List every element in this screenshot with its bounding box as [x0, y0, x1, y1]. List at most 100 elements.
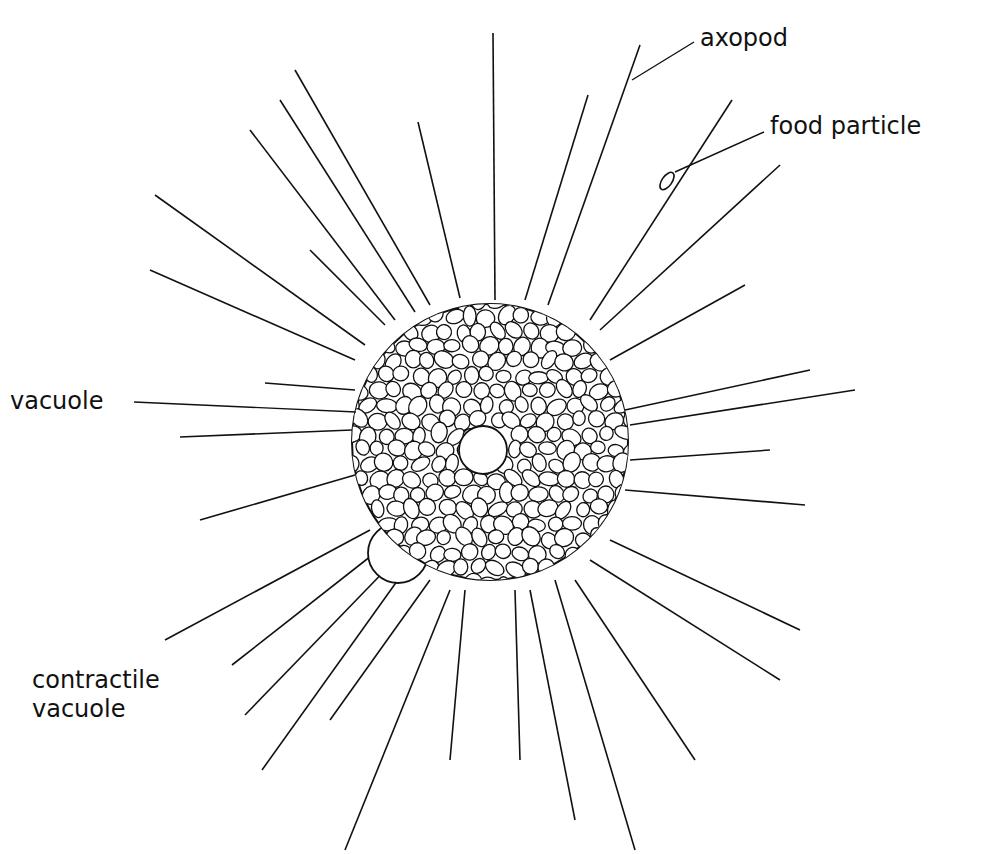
vacuole-bubble: [415, 495, 439, 519]
vacuole-bubble: [392, 365, 409, 381]
vacuole-bubble: [581, 334, 601, 355]
vacuole-bubble: [553, 376, 576, 400]
nucleus: [459, 426, 507, 474]
cell-body: [352, 304, 628, 580]
axopod-line: [150, 270, 355, 360]
axopod-line: [630, 450, 770, 460]
vacuole-bubble: [503, 348, 524, 369]
vacuole-bubble: [538, 441, 557, 455]
vacuole-bubble: [353, 470, 369, 487]
vacuole-bubble: [435, 323, 452, 340]
leader-line: [675, 132, 764, 172]
vacuole-bubble: [488, 529, 505, 544]
vacuole-bubble: [430, 421, 449, 444]
vacuole-bubble: [497, 577, 509, 594]
axopod-line: [625, 490, 805, 505]
contractile-vacuole: [368, 523, 428, 583]
vacuole-bubble: [512, 306, 530, 324]
axopod-line: [310, 250, 385, 325]
part-label: axopod: [698, 24, 790, 53]
axopod-line: [548, 45, 640, 305]
vacuole-bubble: [453, 559, 468, 576]
vacuole-bubble: [535, 556, 557, 578]
axopod-line: [575, 580, 695, 760]
axopod-line: [600, 165, 780, 330]
vacuole-bubble: [606, 499, 621, 519]
vacuole-bubble: [547, 542, 567, 562]
vacuole-bubble: [521, 382, 538, 397]
axopod-line: [450, 590, 465, 760]
vacuole-bubble: [461, 570, 485, 593]
axopod-line: [590, 100, 732, 320]
vacuole-bubble: [370, 499, 385, 519]
axopod-line: [265, 383, 355, 390]
vacuole-bubble: [364, 366, 378, 382]
food-particle: [657, 170, 677, 192]
axopod-line: [180, 430, 352, 437]
axopod-line: [515, 590, 520, 760]
vacuole-bubble: [522, 558, 538, 574]
vacuole-bubble: [416, 439, 437, 459]
axopod-line: [625, 370, 810, 410]
axopod-line: [232, 545, 385, 665]
vacuole-bubble: [443, 483, 463, 500]
vacuole-bubble: [483, 557, 507, 579]
vacuole-bubble: [377, 335, 398, 355]
vacuole-bubble: [477, 575, 501, 596]
axopod-lines: [150, 33, 855, 850]
vacuole-bubble: [590, 440, 606, 454]
axopod-line: [590, 560, 780, 680]
axopod-line: [165, 530, 370, 640]
vacuole-bubble: [376, 398, 398, 414]
vacuole-bubble: [557, 413, 575, 431]
vacuole-bubble: [545, 425, 564, 444]
vacuole-bubble: [496, 370, 511, 382]
axopod-line: [418, 122, 460, 298]
axopod-line: [610, 285, 745, 360]
vacuole-bubble: [455, 380, 473, 398]
vacuole-bubble: [530, 452, 549, 473]
vacuole-bubble: [472, 350, 490, 368]
vacuole-bubble: [576, 502, 591, 518]
vacuole-bubble: [562, 544, 583, 565]
leader-line: [632, 42, 694, 80]
vacuole-bubble: [572, 411, 585, 426]
vacuole-bubble: [425, 304, 446, 325]
vacuole-bubble: [555, 322, 576, 341]
axopod-line: [630, 390, 855, 425]
vacuole-bubble: [612, 481, 634, 503]
vacuole-bubble: [444, 340, 460, 352]
axopod-line: [262, 570, 405, 770]
axopod-line: [610, 540, 800, 630]
axopod-line: [555, 580, 635, 850]
axopod-line: [280, 100, 415, 312]
vacuole-bubble: [513, 395, 531, 415]
axopod-line: [525, 95, 588, 300]
vacuole-bubble: [598, 424, 616, 442]
vacuole-bubble: [476, 364, 495, 383]
vacuole-bubble: [383, 379, 403, 400]
vacuole-bubble: [384, 527, 405, 547]
leader-lines: [134, 42, 764, 412]
axopod-line: [245, 560, 395, 715]
vacuole-bubble: [409, 454, 432, 474]
vacuole-bubble: [521, 349, 542, 370]
vacuole-bubble: [417, 351, 436, 371]
leader-line: [134, 402, 356, 412]
axopod-line: [155, 195, 365, 345]
part-label: vacuole: [8, 387, 105, 416]
axopod-line: [345, 590, 450, 850]
axopod-line: [295, 70, 430, 305]
vacuole-bubble: [613, 423, 637, 442]
part-label: contractile vacuole: [30, 666, 184, 724]
vacuole-bubble: [435, 528, 453, 546]
vacuole-bubble: [354, 438, 372, 458]
vacuole-bubble: [538, 381, 557, 400]
part-label: food particle: [768, 112, 923, 141]
axopod-line: [493, 33, 495, 300]
vacuole-bubble: [590, 498, 609, 515]
vacuole-bubble: [508, 482, 531, 504]
vacuole-bubble: [598, 515, 612, 531]
axopod-line: [330, 580, 430, 720]
